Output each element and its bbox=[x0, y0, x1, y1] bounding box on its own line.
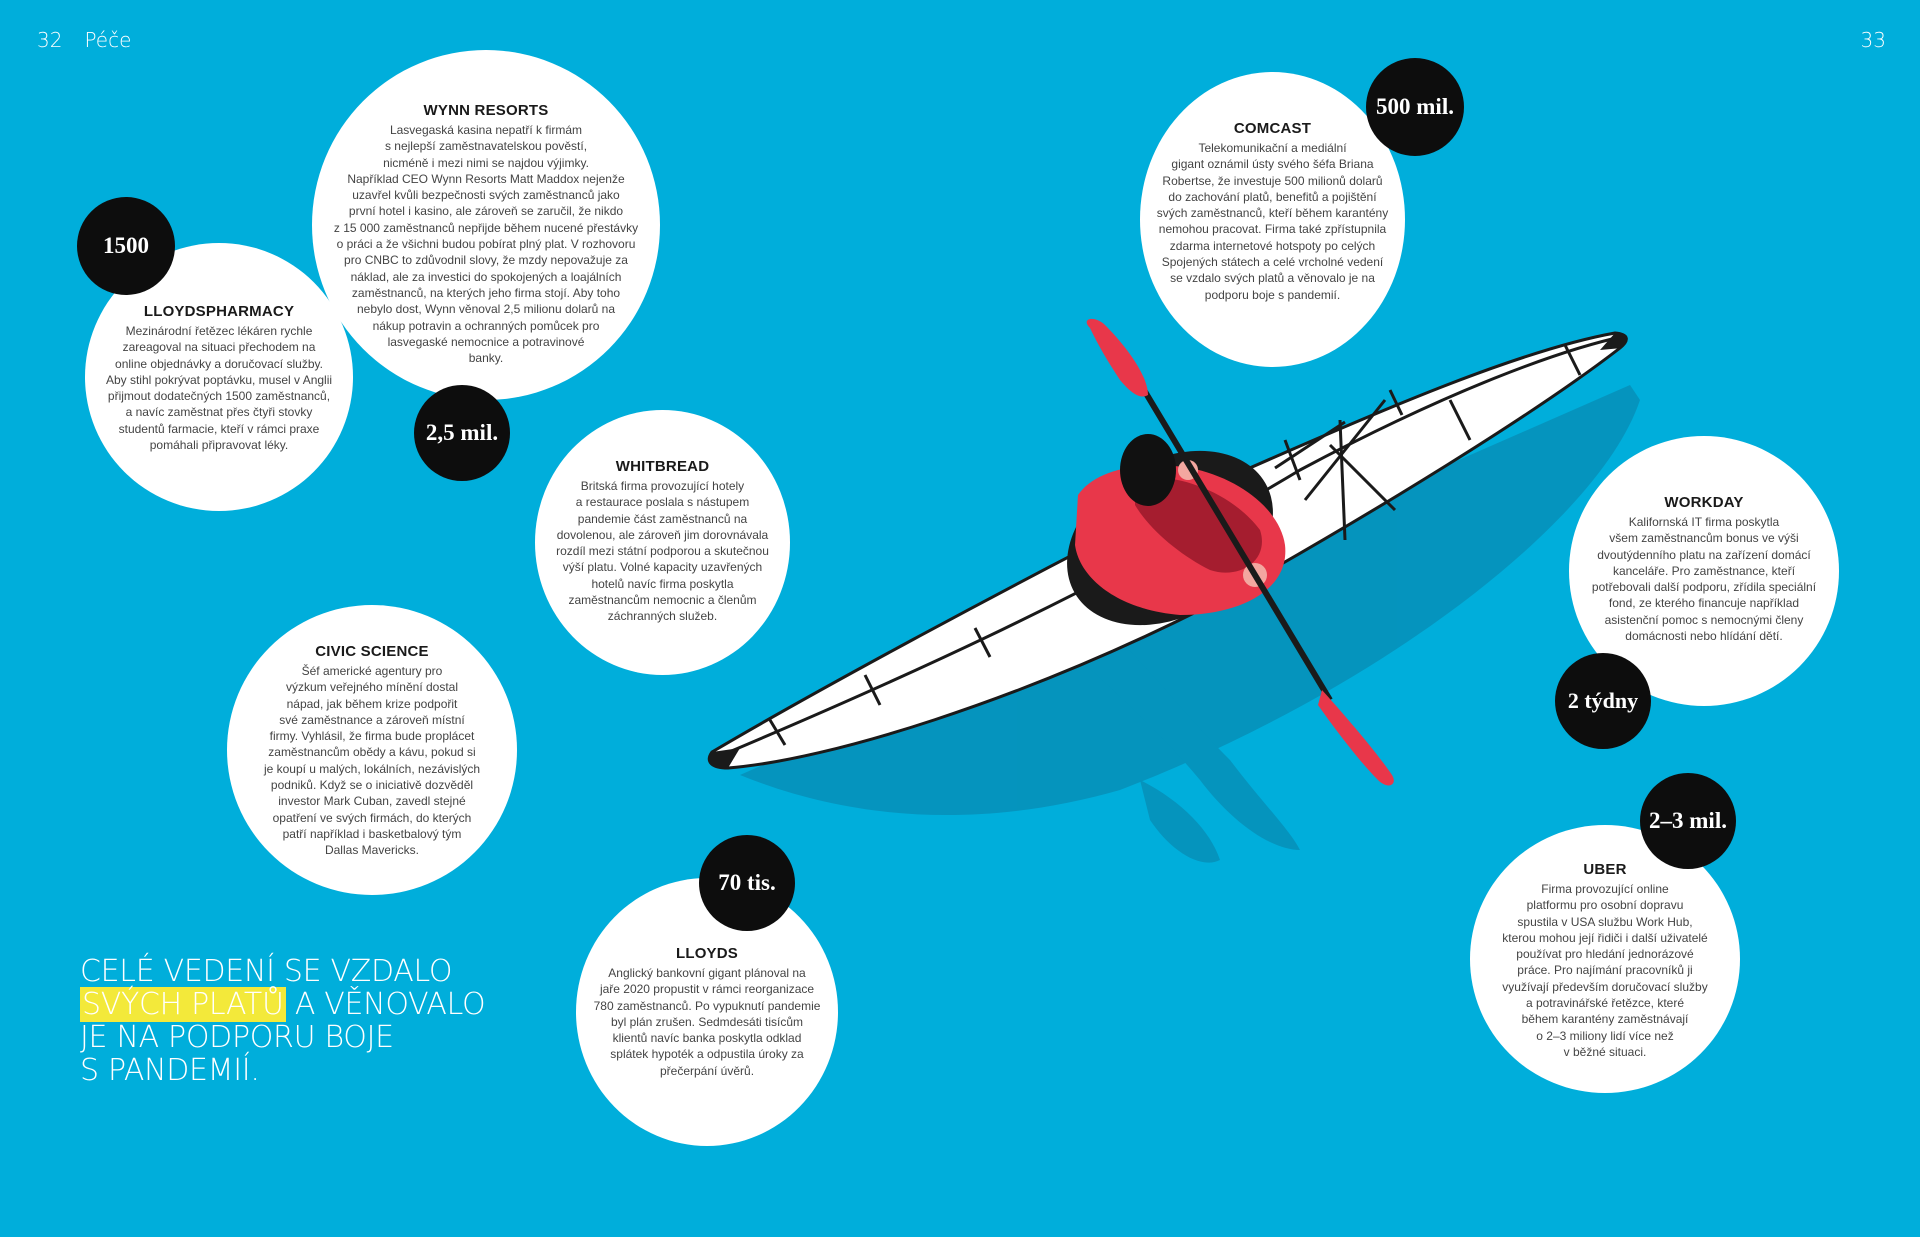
kayak-bow-tip bbox=[708, 748, 740, 768]
card-whitbread: WHITBREAD Britská firma provozující hote… bbox=[535, 410, 790, 675]
stat-badge-uber: 2–3 mil. bbox=[1640, 773, 1736, 869]
pull-quote: CELÉ VEDENÍ SE VZDALO SVÝCH PLATŮ A VĚNO… bbox=[80, 954, 486, 1088]
section-title: Péče bbox=[84, 28, 132, 52]
card-title: WHITBREAD bbox=[615, 458, 710, 475]
stat-badge-lloyds: 70 tis. bbox=[699, 835, 795, 931]
pull-quote-text: A VĚNOVALO bbox=[285, 987, 486, 1022]
card-title: LLOYDSPHARMACY bbox=[143, 303, 295, 320]
paddler-shadow-fold bbox=[1135, 477, 1262, 573]
stat-badge-comcast: 500 mil. bbox=[1366, 58, 1464, 156]
stat-badge-workday: 2 týdny bbox=[1555, 653, 1651, 749]
paddle-blade-bottom bbox=[1318, 690, 1394, 786]
pull-quote-line: JE NA PODPORU BOJE bbox=[80, 1020, 394, 1055]
card-lloyds: LLOYDS Anglický bankovní gigant plánoval… bbox=[576, 878, 838, 1146]
card-title: WYNN RESORTS bbox=[423, 102, 549, 119]
card-title: UBER bbox=[1583, 861, 1627, 878]
pull-quote-line: S PANDEMIÍ. bbox=[80, 1053, 260, 1088]
paddler-head bbox=[1120, 434, 1176, 506]
kayak-stern-tip bbox=[1600, 332, 1628, 350]
pull-quote-line: CELÉ VEDENÍ SE VZDALO bbox=[80, 954, 453, 989]
pull-quote-line: SVÝCH PLATŮ A VĚNOVALO bbox=[80, 987, 486, 1022]
card-title: LLOYDS bbox=[675, 945, 739, 962]
card-title: WORKDAY bbox=[1664, 494, 1744, 511]
card-wynn-resorts: WYNN RESORTS Lasvegaská kasina nepatří k… bbox=[312, 50, 660, 400]
highlighted-text: SVÝCH PLATŮ bbox=[80, 987, 286, 1022]
card-title: COMCAST bbox=[1233, 120, 1312, 137]
page-number-left: 32 bbox=[37, 28, 63, 52]
stat-badge-lloydspharmacy: 1500 bbox=[77, 197, 175, 295]
paddle bbox=[1086, 318, 1394, 786]
page-number-right: 33 bbox=[1860, 28, 1886, 52]
paddle-blade-top bbox=[1086, 318, 1148, 397]
card-title: CIVIC SCIENCE bbox=[315, 643, 429, 660]
stat-badge-wynn: 2,5 mil. bbox=[414, 385, 510, 481]
page-folio-left: 32 Péče bbox=[37, 28, 131, 52]
